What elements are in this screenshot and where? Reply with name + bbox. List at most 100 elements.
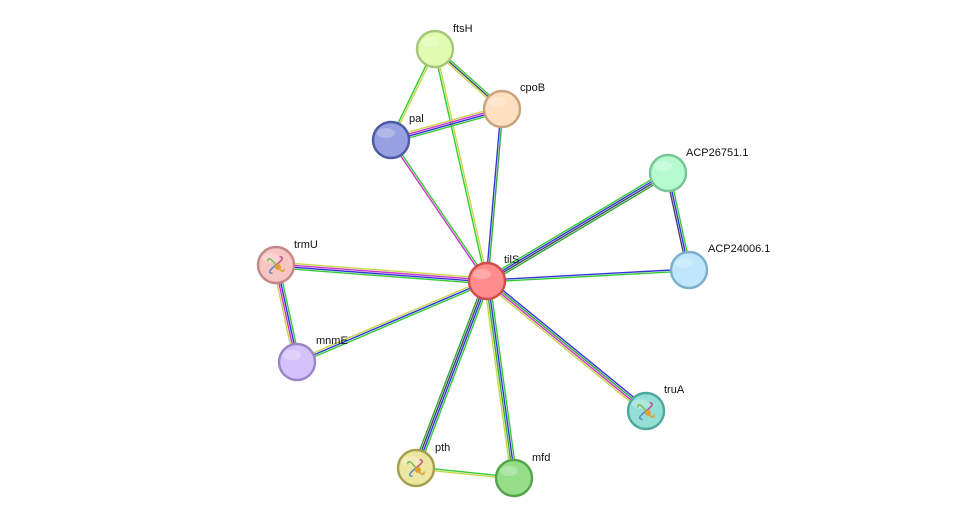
node-label: ACP26751.1: [686, 147, 748, 159]
structure-ribbon: [645, 401, 654, 412]
edge-evidence-line: [296, 280, 488, 363]
protein-structure-icon: [636, 401, 656, 421]
node-highlight: [473, 269, 491, 279]
node-highlight: [402, 456, 420, 466]
node-highlight: [500, 466, 518, 476]
edge-evidence-line: [295, 278, 487, 361]
node-label: truA: [664, 384, 685, 396]
node-circle[interactable]: [648, 153, 688, 193]
edge-evidence-line: [389, 140, 487, 282]
edge-tilS-trmU[interactable]: [275, 261, 488, 285]
structure-ligand: [645, 410, 651, 416]
edge-evidence-line: [487, 280, 516, 478]
node-mfd[interactable]: mfd: [494, 452, 550, 498]
edge-tilS-ACP26751.1[interactable]: [485, 169, 670, 285]
node-tilS[interactable]: tilS: [467, 254, 519, 301]
edge-evidence-line: [276, 263, 488, 281]
node-ftsH[interactable]: ftsH: [415, 23, 473, 69]
edge-evidence-line: [487, 173, 669, 283]
node-ACP24006.1[interactable]: ACP24006.1: [669, 243, 770, 290]
node-ACP26751.1[interactable]: ACP26751.1: [648, 147, 748, 193]
edge-evidence-line: [435, 48, 489, 281]
edge-evidence-line: [485, 281, 514, 479]
node-truA[interactable]: truA: [626, 384, 685, 431]
edge-evidence-line: [488, 174, 670, 285]
edge-evidence-line: [418, 281, 491, 470]
edge-evidence-line: [485, 281, 646, 413]
node-circle[interactable]: [482, 89, 522, 129]
node-circle[interactable]: [415, 29, 455, 69]
edge-evidence-line: [485, 169, 667, 280]
edge-tilS-ACP24006.1[interactable]: [486, 268, 690, 283]
edge-evidence-line: [487, 109, 504, 282]
edge-evidence-line: [486, 171, 668, 281]
structure-ribbon: [415, 458, 424, 469]
structure-ribbon: [406, 460, 417, 469]
edge-evidence-line: [390, 107, 502, 140]
node-label: pth: [435, 442, 450, 454]
structure-ligand: [275, 264, 281, 270]
edge-evidence-line: [391, 111, 503, 144]
edge-tilS-mnmE[interactable]: [295, 278, 489, 365]
node-label: mnmE: [316, 335, 348, 347]
node-cpoB[interactable]: cpoB: [482, 82, 545, 129]
protein-structure-icon: [266, 255, 286, 275]
edge-evidence-line: [390, 105, 502, 138]
edge-evidence-line: [297, 282, 489, 365]
protein-structure-icon: [406, 458, 426, 478]
structure-ligand: [415, 467, 421, 473]
node-highlight: [262, 253, 280, 263]
node-highlight: [675, 258, 693, 268]
structure-ribbon: [408, 467, 417, 478]
structure-ribbon: [266, 257, 277, 266]
node-label: ftsH: [453, 23, 473, 35]
node-highlight: [421, 37, 439, 47]
edge-tilS-cpoB[interactable]: [485, 108, 504, 282]
node-highlight: [654, 161, 672, 171]
node-circle[interactable]: [371, 120, 411, 160]
node-trmU[interactable]: trmU: [256, 239, 318, 285]
node-highlight: [283, 350, 301, 360]
edge-evidence-line: [276, 261, 488, 279]
edge-evidence-line: [275, 267, 487, 285]
edge-evidence-line: [486, 268, 689, 281]
edge-evidence-line: [391, 109, 503, 142]
edge-tilS-mfd[interactable]: [483, 280, 518, 479]
edge-tilS-truA[interactable]: [484, 278, 649, 414]
edge-evidence-line: [275, 265, 487, 283]
edge-tilS-pth[interactable]: [412, 279, 491, 470]
node-highlight: [632, 399, 650, 409]
edge-evidence-line: [489, 280, 518, 478]
edges-layer: [272, 47, 692, 480]
node-highlight: [488, 97, 506, 107]
edge-evidence-line: [485, 108, 502, 281]
node-pal[interactable]: pal: [371, 113, 424, 160]
node-highlight: [377, 128, 395, 138]
edge-evidence-line: [488, 278, 649, 410]
node-circle[interactable]: [277, 342, 317, 382]
edge-evidence-line: [433, 49, 487, 282]
edge-evidence-line: [487, 270, 690, 283]
node-label: pal: [409, 113, 424, 125]
edge-evidence-line: [484, 282, 645, 414]
structure-ribbon: [636, 403, 647, 412]
node-circle[interactable]: [467, 261, 507, 301]
node-mnmE[interactable]: mnmE: [277, 335, 348, 382]
edge-evidence-line: [414, 280, 487, 468]
edge-evidence-line: [416, 281, 489, 469]
node-circle[interactable]: [669, 250, 709, 290]
edge-cpoB-pal[interactable]: [390, 105, 503, 144]
edge-evidence-line: [412, 279, 485, 468]
node-pth[interactable]: pth: [396, 442, 450, 488]
node-circle[interactable]: [494, 458, 534, 498]
edge-tilS-ftsH[interactable]: [433, 48, 489, 282]
node-label: tilS: [504, 254, 519, 266]
edge-evidence-line: [487, 279, 648, 411]
node-label: trmU: [294, 239, 318, 251]
node-label: ACP24006.1: [708, 243, 770, 255]
node-label: cpoB: [520, 82, 545, 94]
structure-ribbon: [638, 410, 647, 421]
node-label: mfd: [532, 452, 550, 464]
edge-tilS-pal[interactable]: [389, 139, 489, 282]
